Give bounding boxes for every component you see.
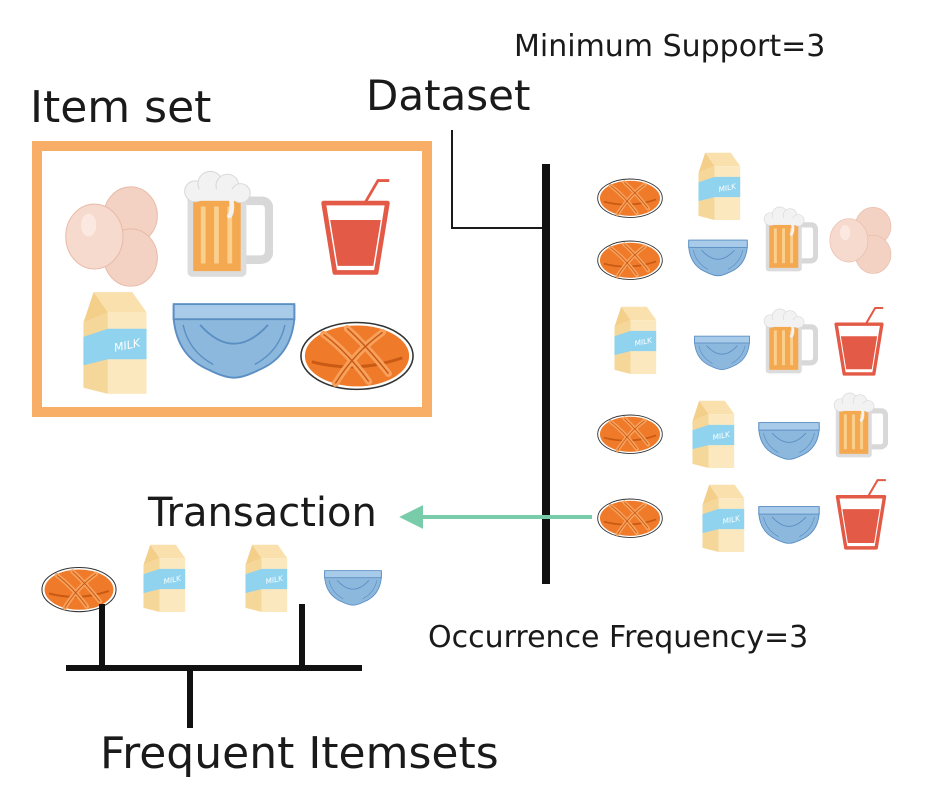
- egg-icon: [829, 206, 892, 274]
- beer-icon: [764, 207, 816, 271]
- juice-icon: [834, 306, 885, 376]
- frequent-itemset-tree: [66, 604, 362, 728]
- beer-icon: [764, 309, 816, 373]
- bread-icon: [598, 415, 663, 454]
- bread-icon: [301, 323, 413, 390]
- milk-icon: [143, 544, 186, 612]
- dataset-connector: [451, 130, 546, 229]
- diaper-icon: [324, 570, 382, 606]
- milk-icon: [245, 544, 288, 612]
- minimum-support-label: Minimum Support=3: [514, 29, 825, 64]
- item-set-title: Item set: [30, 82, 211, 133]
- bread-icon: [598, 179, 663, 218]
- diaper-icon: [694, 335, 750, 371]
- milk-icon: [692, 400, 735, 468]
- diaper-icon: [758, 422, 820, 460]
- occurrence-frequency-label: Occurrence Frequency=3: [428, 620, 808, 655]
- bread-icon: [598, 499, 663, 538]
- milk-icon: [698, 152, 741, 220]
- milk-icon: [702, 484, 745, 552]
- transaction-label: Transaction: [147, 490, 377, 536]
- bread-icon: [598, 241, 663, 280]
- beer-icon: [834, 393, 886, 457]
- milk-icon: [614, 306, 657, 374]
- diaper-icon: [688, 239, 748, 277]
- milk-icon: [83, 292, 147, 394]
- dataset-title: Dataset: [366, 71, 530, 120]
- juice-icon: [835, 478, 888, 550]
- diaper-icon: [758, 506, 820, 544]
- frequent-itemsets-title: Frequent Itemsets: [100, 728, 499, 779]
